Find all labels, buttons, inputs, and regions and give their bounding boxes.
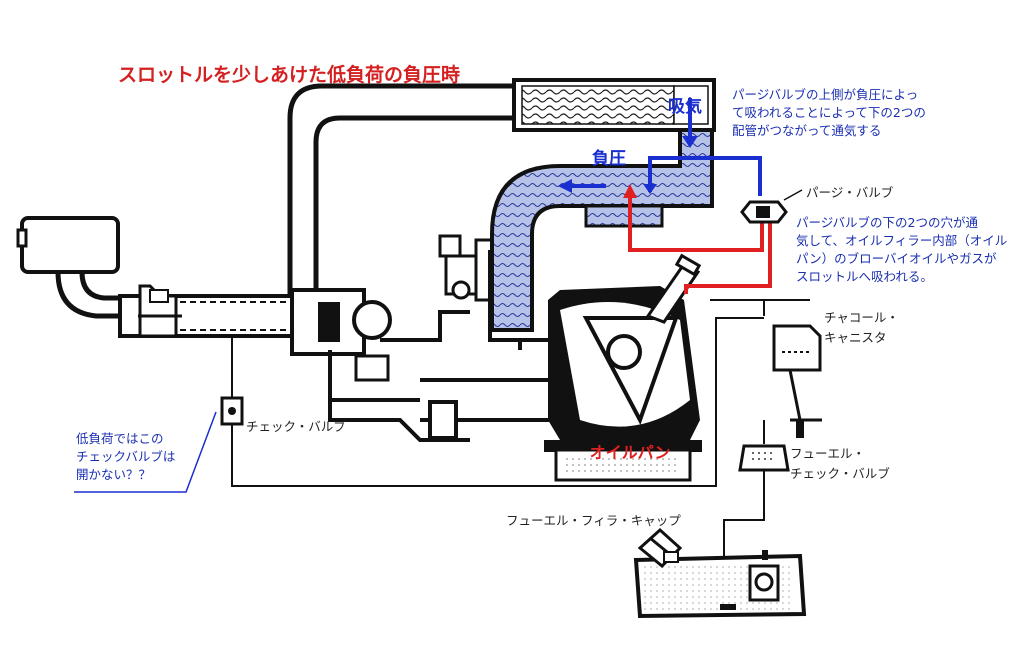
check-valve-label: チェック・バルブ	[246, 419, 346, 434]
vacuum-label: 負圧	[592, 149, 626, 169]
label-line: フューエル・	[790, 446, 866, 461]
note-line: パージバルブの下の2つの穴が通	[796, 215, 978, 230]
label-line: キャニスタ	[824, 330, 887, 345]
purge-valve	[740, 189, 803, 224]
oil-filler-neck	[645, 253, 702, 324]
vacuum-line	[558, 98, 762, 196]
note-line: 開かない？？	[76, 467, 152, 482]
note-line: チェックバルブは	[76, 449, 176, 464]
note-line: て吸われることによって下の2つの	[732, 105, 926, 120]
exhaust	[328, 378, 560, 442]
purge-lower-note: パージバルブの下の2つの穴が通 気して、オイルフィラー内部（オイル パン）のブロ…	[796, 214, 1016, 286]
turbocharger	[290, 288, 470, 402]
air-cleaner	[16, 216, 140, 319]
charcoal-canister	[710, 299, 822, 438]
note-line: スロットルへ吸われる。	[796, 269, 933, 284]
note-line: 配管がつながって通気する	[732, 123, 882, 138]
blowby-line	[623, 184, 772, 294]
purge-upper-note: パージバルブの上側が負圧によっ て吸われることによって下の2つの 配管がつながっ…	[732, 86, 972, 140]
fuel-check-valve	[723, 420, 790, 560]
rotary-engine	[544, 286, 702, 452]
charge-air-duct	[287, 83, 514, 300]
oil-pan	[554, 448, 692, 482]
fuel-check-valve-label: フューエル・ チェック・バルブ	[790, 444, 890, 484]
purge-valve-label: パージ・バルブ	[806, 185, 894, 200]
intake-pipe	[118, 284, 318, 338]
note-line: パン）のブローバイオイルやガスが	[796, 251, 997, 266]
label-line: チェック・バルブ	[790, 466, 890, 481]
note-line: 低負荷ではこの	[76, 431, 164, 446]
intake-label: 吸気	[668, 97, 702, 117]
fuel-tank	[633, 550, 807, 619]
note-line: パージバルブの上側が負圧によっ	[732, 87, 919, 102]
charcoal-canister-label: チャコール・ キャニスタ	[824, 308, 899, 348]
check-valve-question-callout	[74, 411, 217, 493]
fuel-filler-cap-label: フューエル・フィラ・キャップ	[506, 513, 681, 528]
diagram-title: スロットルを少しあけた低負荷の負圧時	[118, 64, 461, 86]
check-valve-question-note: 低負荷ではこの チェックバルブは 開かない？？	[76, 430, 196, 484]
fuel-filler-cap	[637, 527, 683, 569]
check-valve	[220, 317, 764, 487]
note-line: 気して、オイルフィラー内部（オイル	[796, 233, 1008, 248]
oil-pan-label: オイルパン	[589, 443, 671, 462]
label-line: チャコール・	[824, 310, 899, 325]
intake-manifold	[488, 128, 714, 350]
